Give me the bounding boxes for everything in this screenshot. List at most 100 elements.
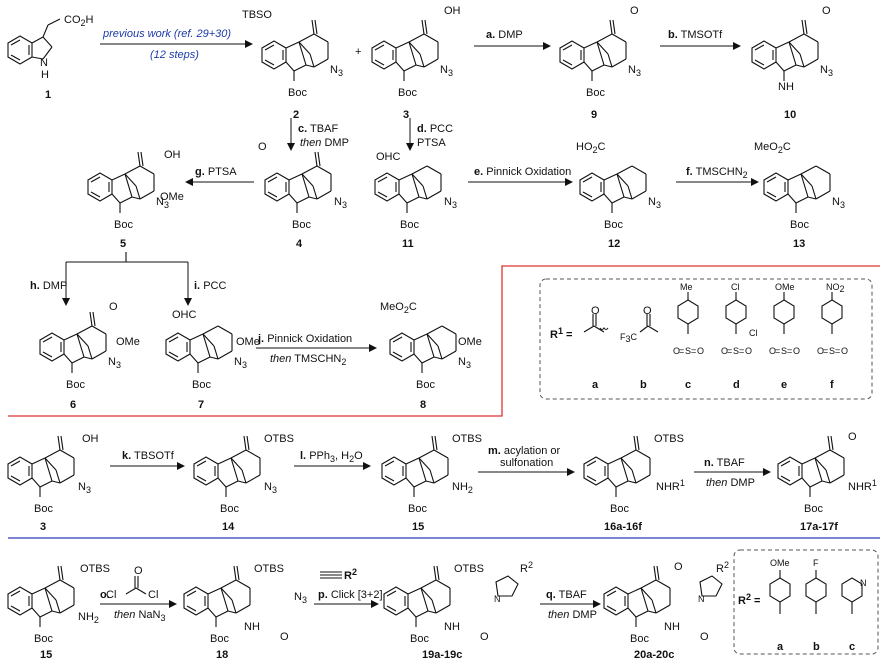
- compound-10: [751, 19, 819, 82]
- so2-e-s: S: [781, 346, 787, 356]
- compound-label-19: 19a-19c: [422, 649, 462, 661]
- step-g: g. PTSA: [195, 166, 237, 178]
- boc-label-20: Boc: [630, 633, 649, 645]
- compound-2: [261, 19, 329, 82]
- boc-label-8: Boc: [416, 379, 435, 391]
- compound-label-8: 8: [420, 399, 426, 411]
- boc-label-19: Boc: [410, 633, 429, 645]
- so2-c-eq-left: =: [679, 346, 684, 356]
- boc-label-12: Boc: [604, 219, 623, 231]
- compound-label-15b: 15: [40, 649, 52, 661]
- compound-11: [374, 165, 442, 214]
- triazole-20: [699, 575, 723, 597]
- ketone-o-17: O: [848, 431, 857, 443]
- coome-label-13: MeO2C: [754, 141, 791, 155]
- otbs-label-19: OTBS: [454, 563, 484, 575]
- n3-label-3: N3: [440, 64, 453, 78]
- boc-label-13: Boc: [790, 219, 809, 231]
- compound-label-20: 20a-20c: [634, 649, 674, 661]
- oh-label-3: OH: [444, 5, 461, 17]
- alkyne-r2: R2: [344, 567, 357, 582]
- boc-label-3b: Boc: [34, 503, 53, 515]
- compound-label-1: 1: [45, 89, 51, 101]
- n3-label-2: N3: [330, 64, 343, 78]
- r2-rings: [769, 570, 863, 614]
- boc-label-15: Boc: [408, 503, 427, 515]
- sub-no2: NO2: [826, 282, 845, 294]
- boc-label-14: Boc: [220, 503, 239, 515]
- so2-e-o-right: O: [793, 346, 800, 356]
- step-q-then: then DMP: [548, 609, 597, 621]
- otbs-label-15: OTBS: [452, 433, 482, 445]
- step-p: p. Click [3+2]: [318, 589, 383, 601]
- ome-label-7: OMe: [236, 336, 260, 348]
- compound-label-2: 2: [293, 109, 299, 121]
- n3-label-4: N3: [334, 196, 347, 210]
- so2-c-o-right: O: [697, 346, 704, 356]
- r2-box-label: R2 =: [738, 592, 760, 607]
- so2-d-o-right: O: [745, 346, 752, 356]
- otbs-label-14: OTBS: [264, 433, 294, 445]
- compound-20: [603, 565, 671, 628]
- boc-label-3: Boc: [398, 87, 417, 99]
- chloroacetyl-chloride: [125, 576, 147, 595]
- r1-letter-e: e: [781, 379, 787, 391]
- step-a: a. DMP: [486, 29, 523, 41]
- red-divider: [8, 265, 880, 417]
- compound-label-13: 13: [793, 238, 805, 250]
- r2-label-20: R2: [716, 560, 729, 575]
- step-d-reagent2: PTSA: [417, 137, 446, 149]
- reagent-cl-right: Cl: [148, 589, 158, 601]
- nh-label-20: NH: [664, 621, 680, 633]
- compound-label-5: 5: [120, 238, 126, 250]
- so2-d-eq-left: =: [727, 346, 732, 356]
- r1-acetyl-o: O: [591, 305, 600, 317]
- step-n: n. TBAF: [704, 457, 745, 469]
- ketone-o-20: O: [674, 561, 683, 573]
- compound-label-9: 9: [591, 109, 597, 121]
- r2-box: [733, 549, 879, 655]
- step-o-then: then NaN3: [114, 609, 166, 623]
- r1-box: [539, 278, 873, 400]
- boc-label-6: Boc: [66, 379, 85, 391]
- boc-label-7: Boc: [192, 379, 211, 391]
- triazole-19-n: N: [494, 594, 501, 604]
- compound-9: [559, 19, 627, 82]
- nhr-label-17: NHR1: [848, 478, 877, 493]
- so2-c-s: S: [685, 346, 691, 356]
- step-j-then: then TMSCHN2: [270, 353, 346, 367]
- n3-label-5: N3: [156, 196, 169, 210]
- n3-label-9: N3: [628, 64, 641, 78]
- step-m-2: sulfonation: [500, 457, 553, 469]
- compound-6: [39, 311, 107, 374]
- n3-label-18: N3: [294, 591, 307, 605]
- r1-label: R1 =: [550, 326, 572, 341]
- step-c: c. TBAF: [298, 123, 338, 135]
- compound-3: [371, 19, 439, 82]
- r1-trifluoroacetyl-o: O: [643, 305, 652, 317]
- triazole-20-n: N: [698, 594, 705, 604]
- ome-label-8: OMe: [458, 336, 482, 348]
- reagent-o: O: [134, 565, 143, 577]
- r2-label-19: R2: [520, 560, 533, 575]
- compound-label-18: 18: [216, 649, 228, 661]
- sub-cl-side: Cl: [749, 328, 758, 338]
- r1-letter-b: b: [640, 379, 647, 391]
- boc-label-16: Boc: [610, 503, 629, 515]
- intro-line-1: previous work (ref. 29+30): [102, 28, 231, 40]
- amide-o-19: O: [480, 631, 489, 643]
- ketone-o-9: O: [630, 5, 639, 17]
- sub-cl-top: Cl: [731, 282, 740, 292]
- step-m: m. acylation or: [488, 445, 560, 457]
- r1-letter-f: f: [830, 379, 834, 391]
- compound-8: [389, 325, 457, 374]
- compound-3-row4: [7, 435, 75, 498]
- n3-label-11: N3: [444, 196, 457, 210]
- compound-1: [7, 18, 61, 65]
- compound-label-14: 14: [222, 521, 235, 533]
- cho-label-7: OHC: [172, 309, 197, 321]
- r2-sub-ome: OMe: [770, 558, 790, 568]
- step-l: l. PPh3, H2O: [300, 450, 363, 464]
- compound-13: [763, 165, 831, 214]
